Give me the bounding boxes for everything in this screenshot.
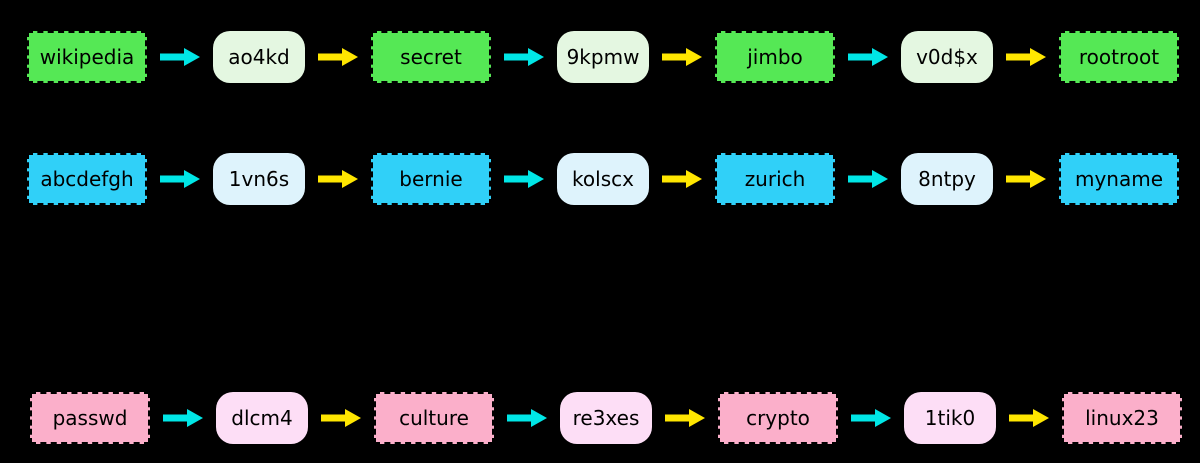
right-arrow-cyan-icon [851, 408, 891, 428]
right-arrow-cyan-icon [848, 169, 888, 189]
right-arrow-yellow-icon [662, 169, 702, 189]
right-arrow-yellow-icon [662, 47, 702, 67]
right-arrow-cyan-icon [504, 169, 544, 189]
node-dlcm4: dlcm4 [216, 392, 308, 444]
node-1vn6s: 1vn6s [213, 153, 305, 205]
node-9kpmw: 9kpmw [557, 31, 649, 83]
right-arrow-yellow-icon [318, 47, 358, 67]
node-passwd: passwd [30, 392, 150, 444]
right-arrow-yellow-icon [1006, 169, 1046, 189]
right-arrow-yellow-icon [318, 169, 358, 189]
node-zurich: zurich [715, 153, 835, 205]
node-jimbo: jimbo [715, 31, 835, 83]
right-arrow-cyan-icon [160, 47, 200, 67]
node-myname: myname [1059, 153, 1179, 205]
node-v0d-x: v0d$x [901, 31, 993, 83]
node-8ntpy: 8ntpy [901, 153, 993, 205]
node-kolscx: kolscx [557, 153, 649, 205]
right-arrow-cyan-icon [507, 408, 547, 428]
node-abcdefgh: abcdefgh [27, 153, 147, 205]
node-wikipedia: wikipedia [27, 31, 147, 83]
chain-1-row: wikipedia ao4kd secret 9kpmw jimbo v0d$x rootr… [27, 29, 1179, 85]
node-rootroot: rootroot [1059, 31, 1179, 83]
chain-3-row: passwd dlcm4 culture re3xes crypto 1tik0 linux… [30, 390, 1182, 446]
node-linux23: linux23 [1062, 392, 1182, 444]
right-arrow-cyan-icon [848, 47, 888, 67]
right-arrow-yellow-icon [1006, 47, 1046, 67]
node-crypto: crypto [718, 392, 838, 444]
right-arrow-yellow-icon [321, 408, 361, 428]
node-secret: secret [371, 31, 491, 83]
right-arrow-cyan-icon [163, 408, 203, 428]
right-arrow-yellow-icon [1009, 408, 1049, 428]
right-arrow-cyan-icon [160, 169, 200, 189]
chain-2-row: abcdefgh 1vn6s bernie kolscx zurich 8ntpy myna… [27, 151, 1179, 207]
node-re3xes: re3xes [560, 392, 652, 444]
right-arrow-yellow-icon [665, 408, 705, 428]
node-culture: culture [374, 392, 494, 444]
node-1tik0: 1tik0 [904, 392, 996, 444]
node-bernie: bernie [371, 153, 491, 205]
right-arrow-cyan-icon [504, 47, 544, 67]
node-ao4kd: ao4kd [213, 31, 305, 83]
